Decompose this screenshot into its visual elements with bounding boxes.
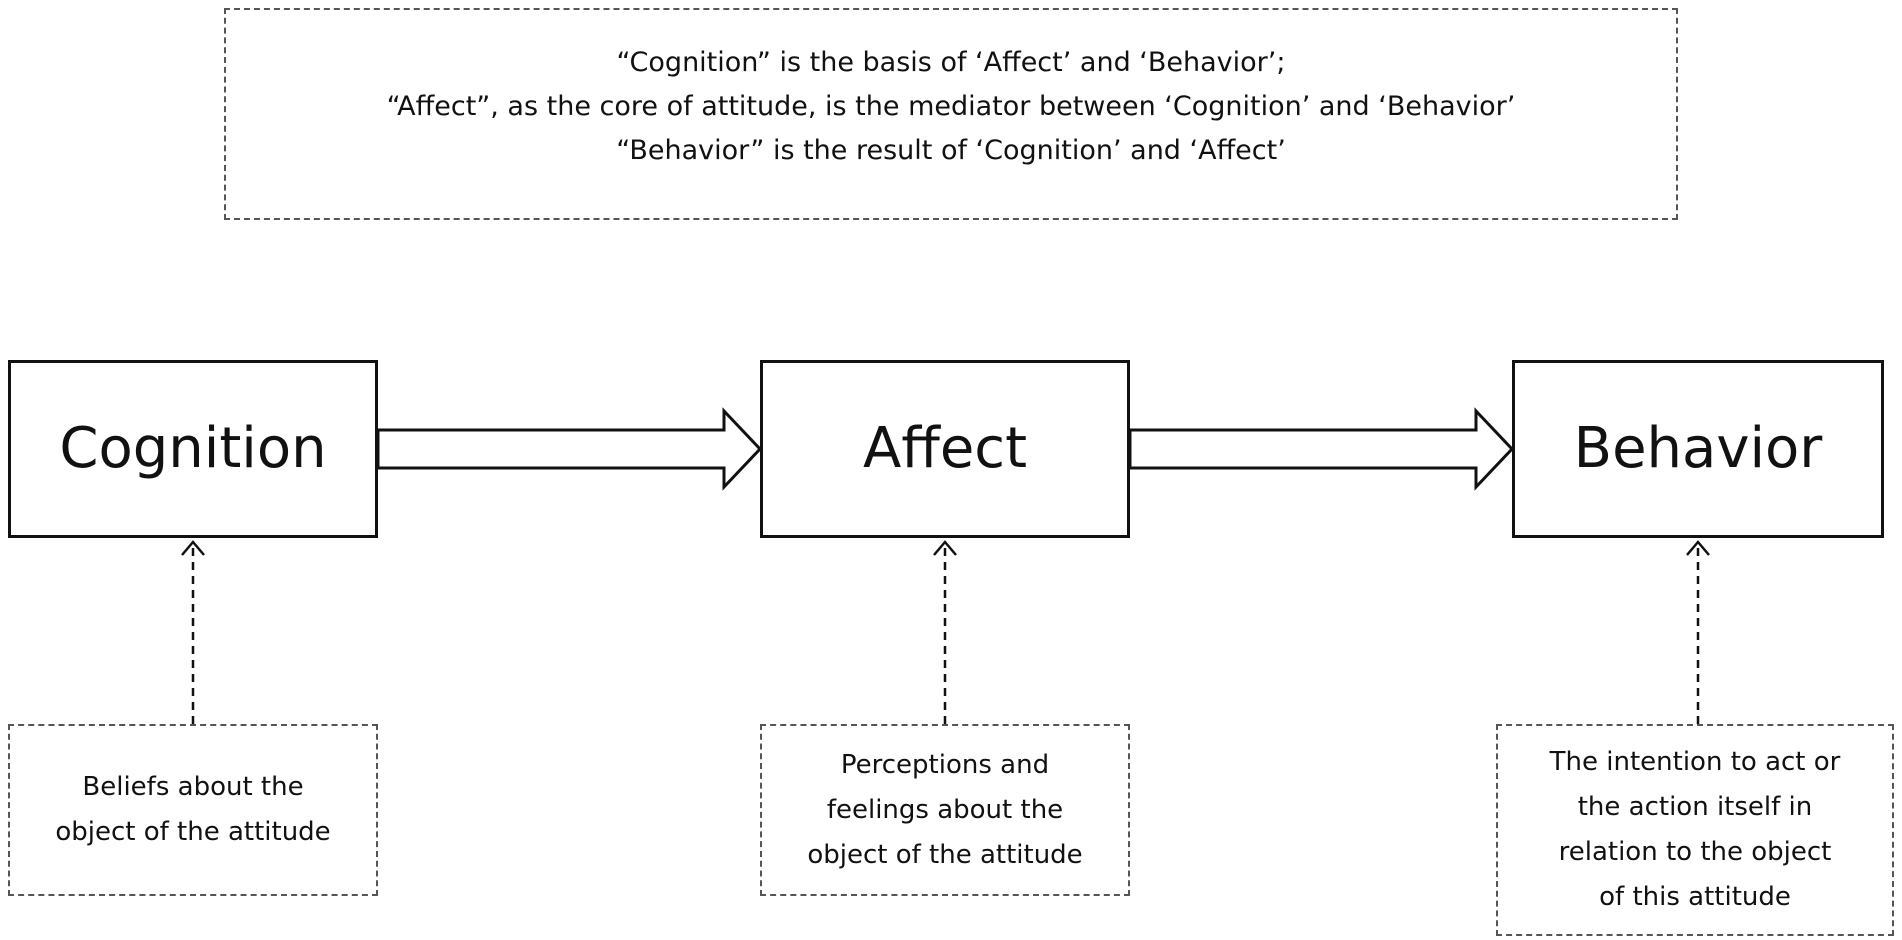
summary-line-cognition: “Cognition” is the basis of ‘Affect’ and… <box>616 47 1286 78</box>
affect-to-behavior-arrow <box>1128 407 1515 491</box>
summary-line-affect: “Affect”, as the core of attitude, is th… <box>386 91 1516 122</box>
cognition-label: Cognition <box>59 416 327 482</box>
behavior-label: Behavior <box>1573 416 1823 482</box>
behavior-box: Behavior <box>1512 360 1884 538</box>
affect-description-box: Perceptions and feelings about the objec… <box>760 724 1130 896</box>
cognition-box: Cognition <box>8 360 378 538</box>
cognition-description: Beliefs about the object of the attitude <box>55 772 331 847</box>
affect-description: Perceptions and feelings about the objec… <box>807 749 1083 870</box>
affect-box: Affect <box>760 360 1130 538</box>
cognition-connector-arrowhead <box>181 540 205 556</box>
behavior-connector-arrowhead <box>1686 540 1710 556</box>
summary-box: “Cognition” is the basis of ‘Affect’ and… <box>224 8 1678 220</box>
cognition-to-affect-arrow <box>376 407 763 491</box>
summary-line-behavior: “Behavior” is the result of ‘Cognition’ … <box>616 135 1286 166</box>
affect-connector-arrowhead <box>933 540 957 556</box>
behavior-description: The intention to act or the action itsel… <box>1549 747 1841 912</box>
affect-label: Affect <box>862 416 1028 482</box>
cognition-description-box: Beliefs about the object of the attitude <box>8 724 378 896</box>
behavior-description-box: The intention to act or the action itsel… <box>1496 724 1894 936</box>
